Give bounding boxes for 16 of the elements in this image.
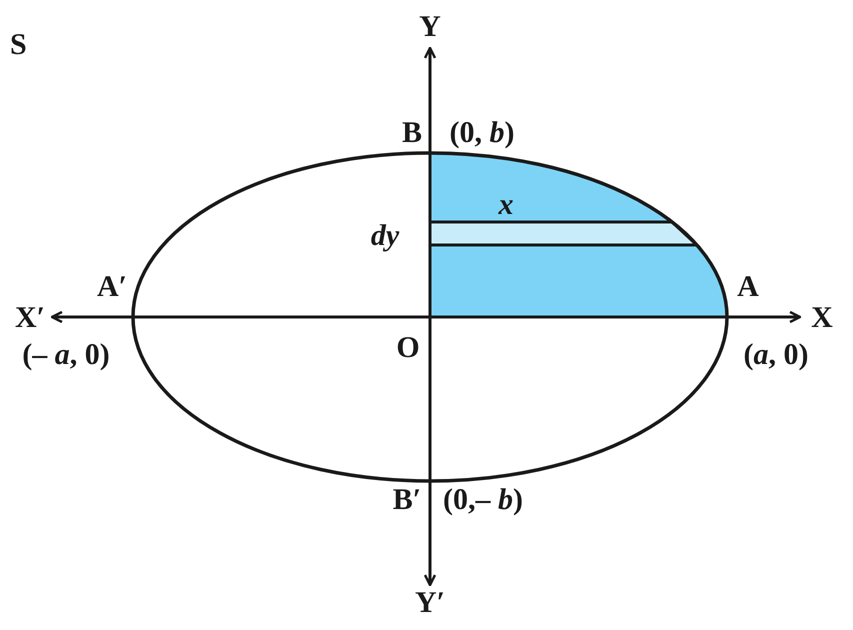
axis-label: X′ [14, 303, 46, 333]
point-label: B′ [392, 485, 422, 515]
coordinate-label: (0,– b) [443, 485, 523, 515]
coordinate-label: (a, 0) [744, 340, 808, 370]
point-label: A′ [96, 272, 128, 302]
coordinate-label: (– a, 0) [22, 340, 110, 370]
text-fragment: S [10, 30, 27, 60]
point-label: B [402, 118, 422, 148]
axis-label: Y′ [414, 588, 446, 618]
point-label: O [396, 333, 420, 363]
variable-label: x [498, 190, 514, 220]
coordinate-label: (0, b) [450, 118, 514, 148]
variable-label: dy [370, 221, 400, 251]
axis-label: Y [419, 12, 441, 42]
axis-label: X [811, 303, 833, 333]
point-label: A [737, 272, 759, 302]
